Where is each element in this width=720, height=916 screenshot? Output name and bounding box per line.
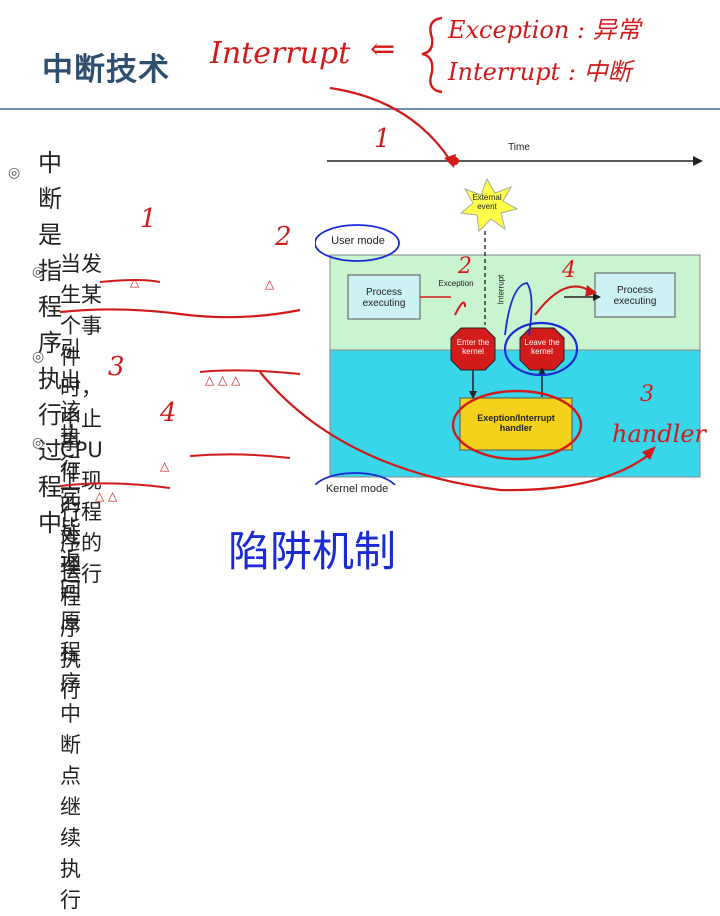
- svg-text:△: △: [160, 459, 170, 473]
- pen-long-arrows: [259, 86, 656, 492]
- exception-annotation: Exception : 异常: [448, 16, 641, 44]
- process-executing-left: Process executing: [362, 287, 406, 309]
- exception-label: Exception: [438, 279, 474, 288]
- svg-text:△ △ △: △ △ △: [205, 373, 241, 387]
- bullet-marker-icon: ◎: [32, 435, 45, 451]
- time-label: Time: [508, 142, 530, 153]
- process-executing-right: Process executing: [613, 285, 657, 307]
- svg-text:△ △: △ △: [95, 489, 118, 503]
- handler-annotation: handler: [612, 420, 706, 448]
- page-title: 中断技术: [42, 52, 170, 88]
- brace-icon: [421, 16, 443, 94]
- bullet-marker-icon: ◎: [32, 264, 45, 280]
- interrupt-diagram: Time User mode Kernel mode External even…: [315, 135, 705, 495]
- bullet-1-line2: 中: [38, 509, 62, 537]
- bullet-marker-icon: ◎: [8, 165, 21, 181]
- interrupt-annotation: Interrupt: [210, 36, 351, 71]
- mark-4-text: 4: [160, 398, 177, 428]
- bullet-2-line1: 当发生某个事件时，中止: [60, 252, 102, 431]
- user-mode-label: User mode: [331, 235, 385, 247]
- left-arrow-icon: ⇐: [370, 32, 396, 67]
- title-divider: [0, 108, 720, 110]
- mark-1-text: 1: [140, 204, 157, 234]
- leave-kernel-label: Leave the kernel: [524, 338, 560, 356]
- kernel-mode-label: Kernel mode: [325, 483, 389, 495]
- diagram-canvas: [315, 156, 703, 485]
- interrupt-meaning-annotation: Interrupt : 中断: [448, 58, 632, 86]
- mark-4-diagram: 4: [562, 258, 576, 283]
- trap-mechanism-annotation: 陷阱机制: [228, 527, 397, 576]
- mark-3-text: 3: [108, 352, 125, 382]
- handler-box-label: Exeption/Interrupt handler: [477, 413, 555, 433]
- bullet-2: ◎ 当发生某个事件时，中止 CPU上现行程序的运行: [32, 249, 103, 590]
- svg-text:△: △: [265, 277, 275, 291]
- mark-2-diagram: 2: [458, 254, 472, 279]
- pen-underlines: △ △ △ △ △ △ △ △: [59, 275, 301, 503]
- svg-text:△: △: [130, 275, 140, 289]
- bullet-1: ◎ 中断是指程序执行过程 中: [8, 145, 62, 541]
- bullet-marker-icon: ◎: [32, 349, 45, 365]
- external-event-label: External event: [472, 193, 502, 211]
- mark-3-diagram: 3: [640, 382, 654, 407]
- bullet-4-line2: 点继续执行: [60, 764, 81, 912]
- bullet-2-line2: CPU上现行程序的运行: [60, 438, 103, 586]
- mark-1-diagram: 1: [374, 124, 391, 154]
- bullet-1-line1: 中断是指程序执行过程: [38, 149, 62, 501]
- enter-kernel-label: Enter the kernel: [456, 338, 490, 356]
- mark-2-text: 2: [275, 222, 292, 252]
